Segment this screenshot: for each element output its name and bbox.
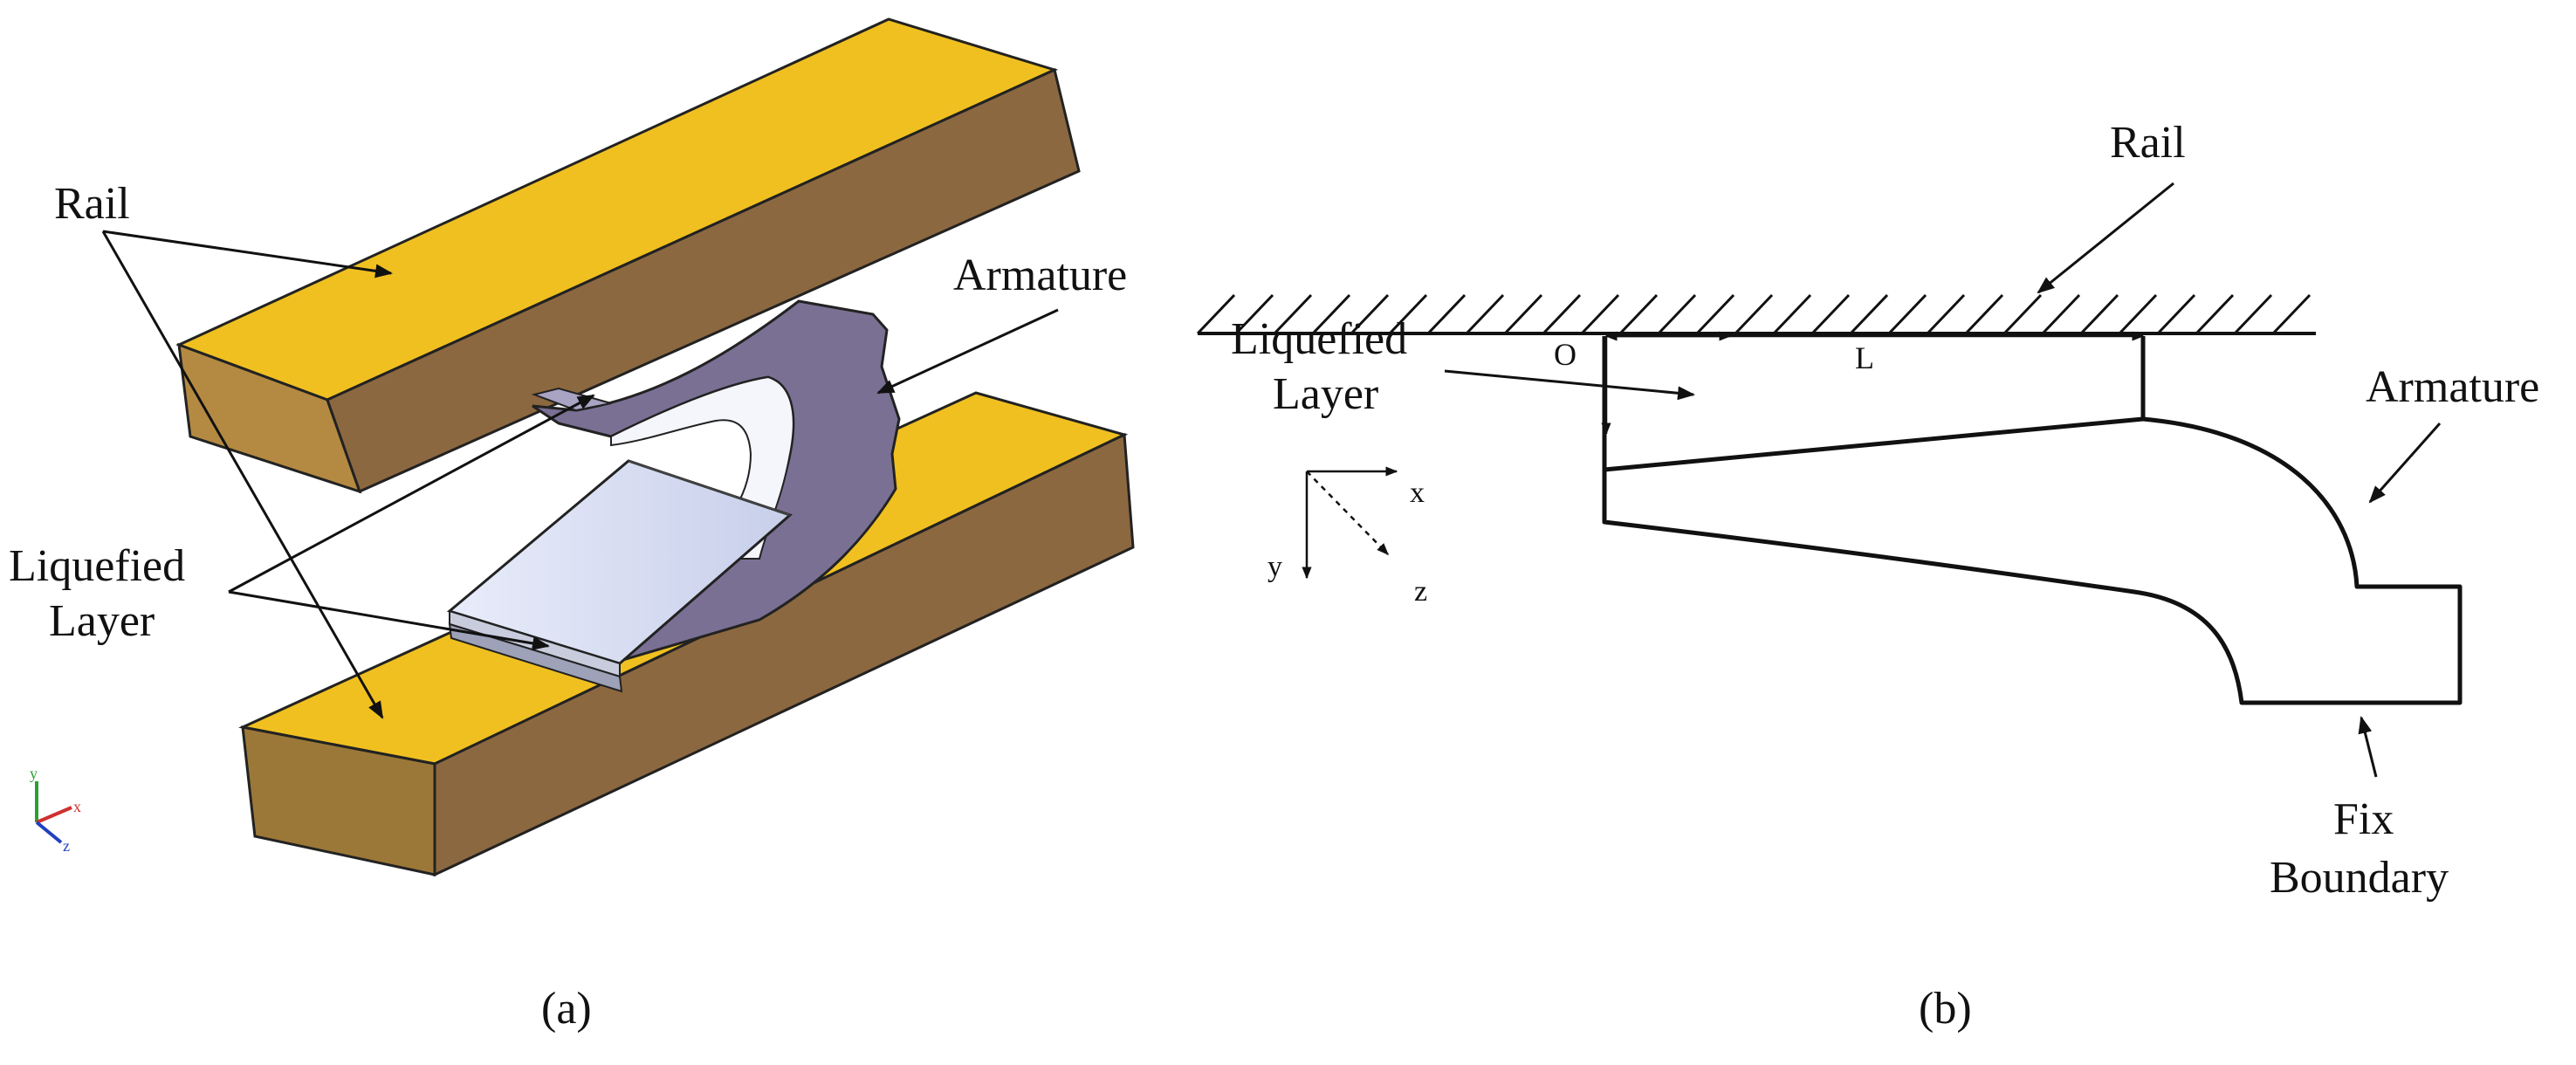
hatch-line [1426, 293, 1467, 335]
hatch-line [2041, 293, 2081, 335]
svg-text:y: y [1267, 551, 1282, 583]
svg-text:x: x [73, 798, 81, 815]
coordinate-triad-3d: y x z [30, 765, 81, 855]
upper-rail [175, 17, 1081, 494]
hatch-line [1465, 293, 1505, 335]
armature-3d [446, 299, 901, 693]
hatch-line [1618, 293, 1659, 335]
panel-a-rail-label: Rail [54, 179, 130, 229]
hatch-line [2156, 293, 2196, 335]
hatch-line [2195, 293, 2235, 335]
hatch-line [2002, 293, 2043, 335]
hatch-line [1810, 293, 1851, 335]
panel-b-liquefied-label-line1: Liquefied [1231, 314, 1407, 364]
hatch-line [1542, 293, 1582, 335]
hatch-line [1311, 293, 1351, 335]
panel-b-armature-label: Armature [2366, 362, 2539, 412]
hatch-line [1849, 293, 1889, 335]
hatch-line [1887, 293, 1927, 335]
hatch-line [1196, 293, 1236, 335]
hatch-line [1273, 293, 1313, 335]
lower-rail-side-face [433, 432, 1135, 877]
hatch-line [1657, 293, 1697, 335]
origin-label: O [1554, 337, 1577, 372]
liquefied-leader-lower [228, 590, 550, 650]
length-label: L [1855, 340, 1874, 375]
hatch-line [1772, 293, 1812, 335]
hatch-line [2271, 293, 2312, 335]
panel-a-liquefied-label-line2: Layer [49, 596, 155, 646]
hatch-line [1388, 293, 1428, 335]
armature-leader-b [2368, 423, 2442, 504]
panel-b-rail-label: Rail [2110, 118, 2186, 168]
hatch-line [1964, 293, 2004, 335]
armature-leader-a [876, 308, 1059, 395]
fix-boundary-leader [2358, 716, 2378, 778]
panel-b-liquefied-label-line2: Layer [1273, 369, 1378, 419]
svg-text:y: y [30, 765, 38, 782]
axes-triad-2d: x y z [1267, 466, 1427, 608]
svg-text:z: z [1414, 575, 1427, 608]
hatch-line [1695, 293, 1735, 335]
hatch-line [1350, 293, 1390, 335]
panel-a-liquefied-label-line1: Liquefied [9, 541, 185, 591]
panel-a-armature-label: Armature [953, 251, 1127, 300]
panel-b-caption: (b) [1919, 984, 1972, 1034]
hatch-line [1234, 293, 1274, 335]
panel-b-2d-schematic: Rail Liquefied Layer O L Armature Fix Bo… [1196, 118, 2539, 1034]
liquefied-layer-lower-strip [448, 622, 623, 693]
hatch-line [1503, 293, 1543, 335]
hatch-line [1926, 293, 1966, 335]
upper-rail-side-face [326, 67, 1081, 494]
rail-hatching [1196, 293, 2312, 335]
svg-text:x: x [1410, 477, 1425, 509]
rail-leader-lower [101, 230, 384, 719]
hatch-line [2118, 293, 2158, 335]
panel-a-caption: (a) [541, 984, 592, 1034]
hatch-line [1580, 293, 1620, 335]
fix-boundary-label-line2: Boundary [2270, 853, 2449, 903]
liquefied-layer-boundary [1604, 416, 2144, 472]
hatch-line [2233, 293, 2273, 335]
liquefied-leader-b [1444, 369, 1695, 401]
hatch-line [1734, 293, 1774, 335]
hatch-line [2079, 293, 2119, 335]
liquefied-leader-upper [228, 394, 595, 594]
panel-a-3d-view: Rail Armature Liquefied Layer y x z (a) [9, 17, 1135, 1034]
fix-boundary-label-line1: Fix [2333, 794, 2394, 844]
svg-text:z: z [63, 837, 70, 855]
rail-leader-upper [102, 230, 393, 278]
armature-outline-2d [1602, 336, 2463, 705]
rail-leader-b [2037, 182, 2174, 294]
